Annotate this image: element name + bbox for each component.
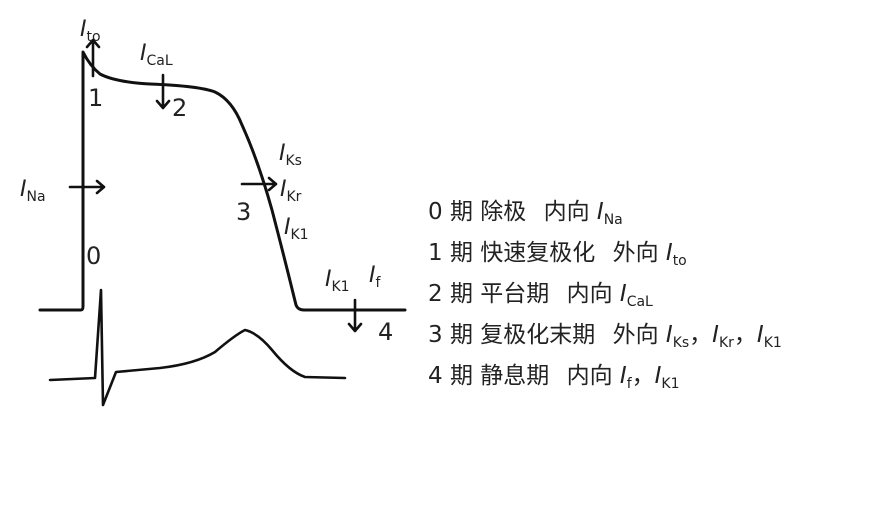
phase-3-number: 3 <box>236 198 251 226</box>
if-arrow <box>347 298 363 333</box>
ina-arrow <box>68 179 106 195</box>
ikr-arrow <box>240 176 278 192</box>
legend-row-4: 4 期 静息期 内向 If，IK1 <box>428 363 680 392</box>
action-potential-curve <box>38 50 407 312</box>
legend-row-3: 3 期 复极化末期 外向 IKs，IKr，IK1 <box>428 322 782 351</box>
label-ical: ICaL <box>140 41 173 69</box>
phase-0-number: 0 <box>86 242 101 270</box>
legend-row-0: 0 期 除极 内向 INa <box>428 199 623 228</box>
phase-1-number: 1 <box>88 84 103 112</box>
label-ik1-phase3: IK1 <box>284 215 309 243</box>
ical-arrow <box>155 73 171 110</box>
label-ito: Ito <box>80 17 101 45</box>
label-ina: INa <box>20 177 46 205</box>
label-iks: IKs <box>279 141 302 169</box>
phase-legend: 0 期 除极 内向 INa 1 期 快速复极化 外向 Ito 2 期 平台期 内… <box>428 199 782 392</box>
ecg-trace <box>48 288 347 407</box>
legend-row-1: 1 期 快速复极化 外向 Ito <box>428 240 687 269</box>
legend-row-2: 2 期 平台期 内向 ICaL <box>428 281 653 310</box>
label-ikr: IKr <box>280 177 302 205</box>
ito-arrow <box>85 38 101 78</box>
phase-2-number: 2 <box>172 94 187 122</box>
label-if: If <box>369 263 382 291</box>
label-ik1-phase4: IK1 <box>325 267 350 295</box>
phase-4-number: 4 <box>378 318 393 346</box>
